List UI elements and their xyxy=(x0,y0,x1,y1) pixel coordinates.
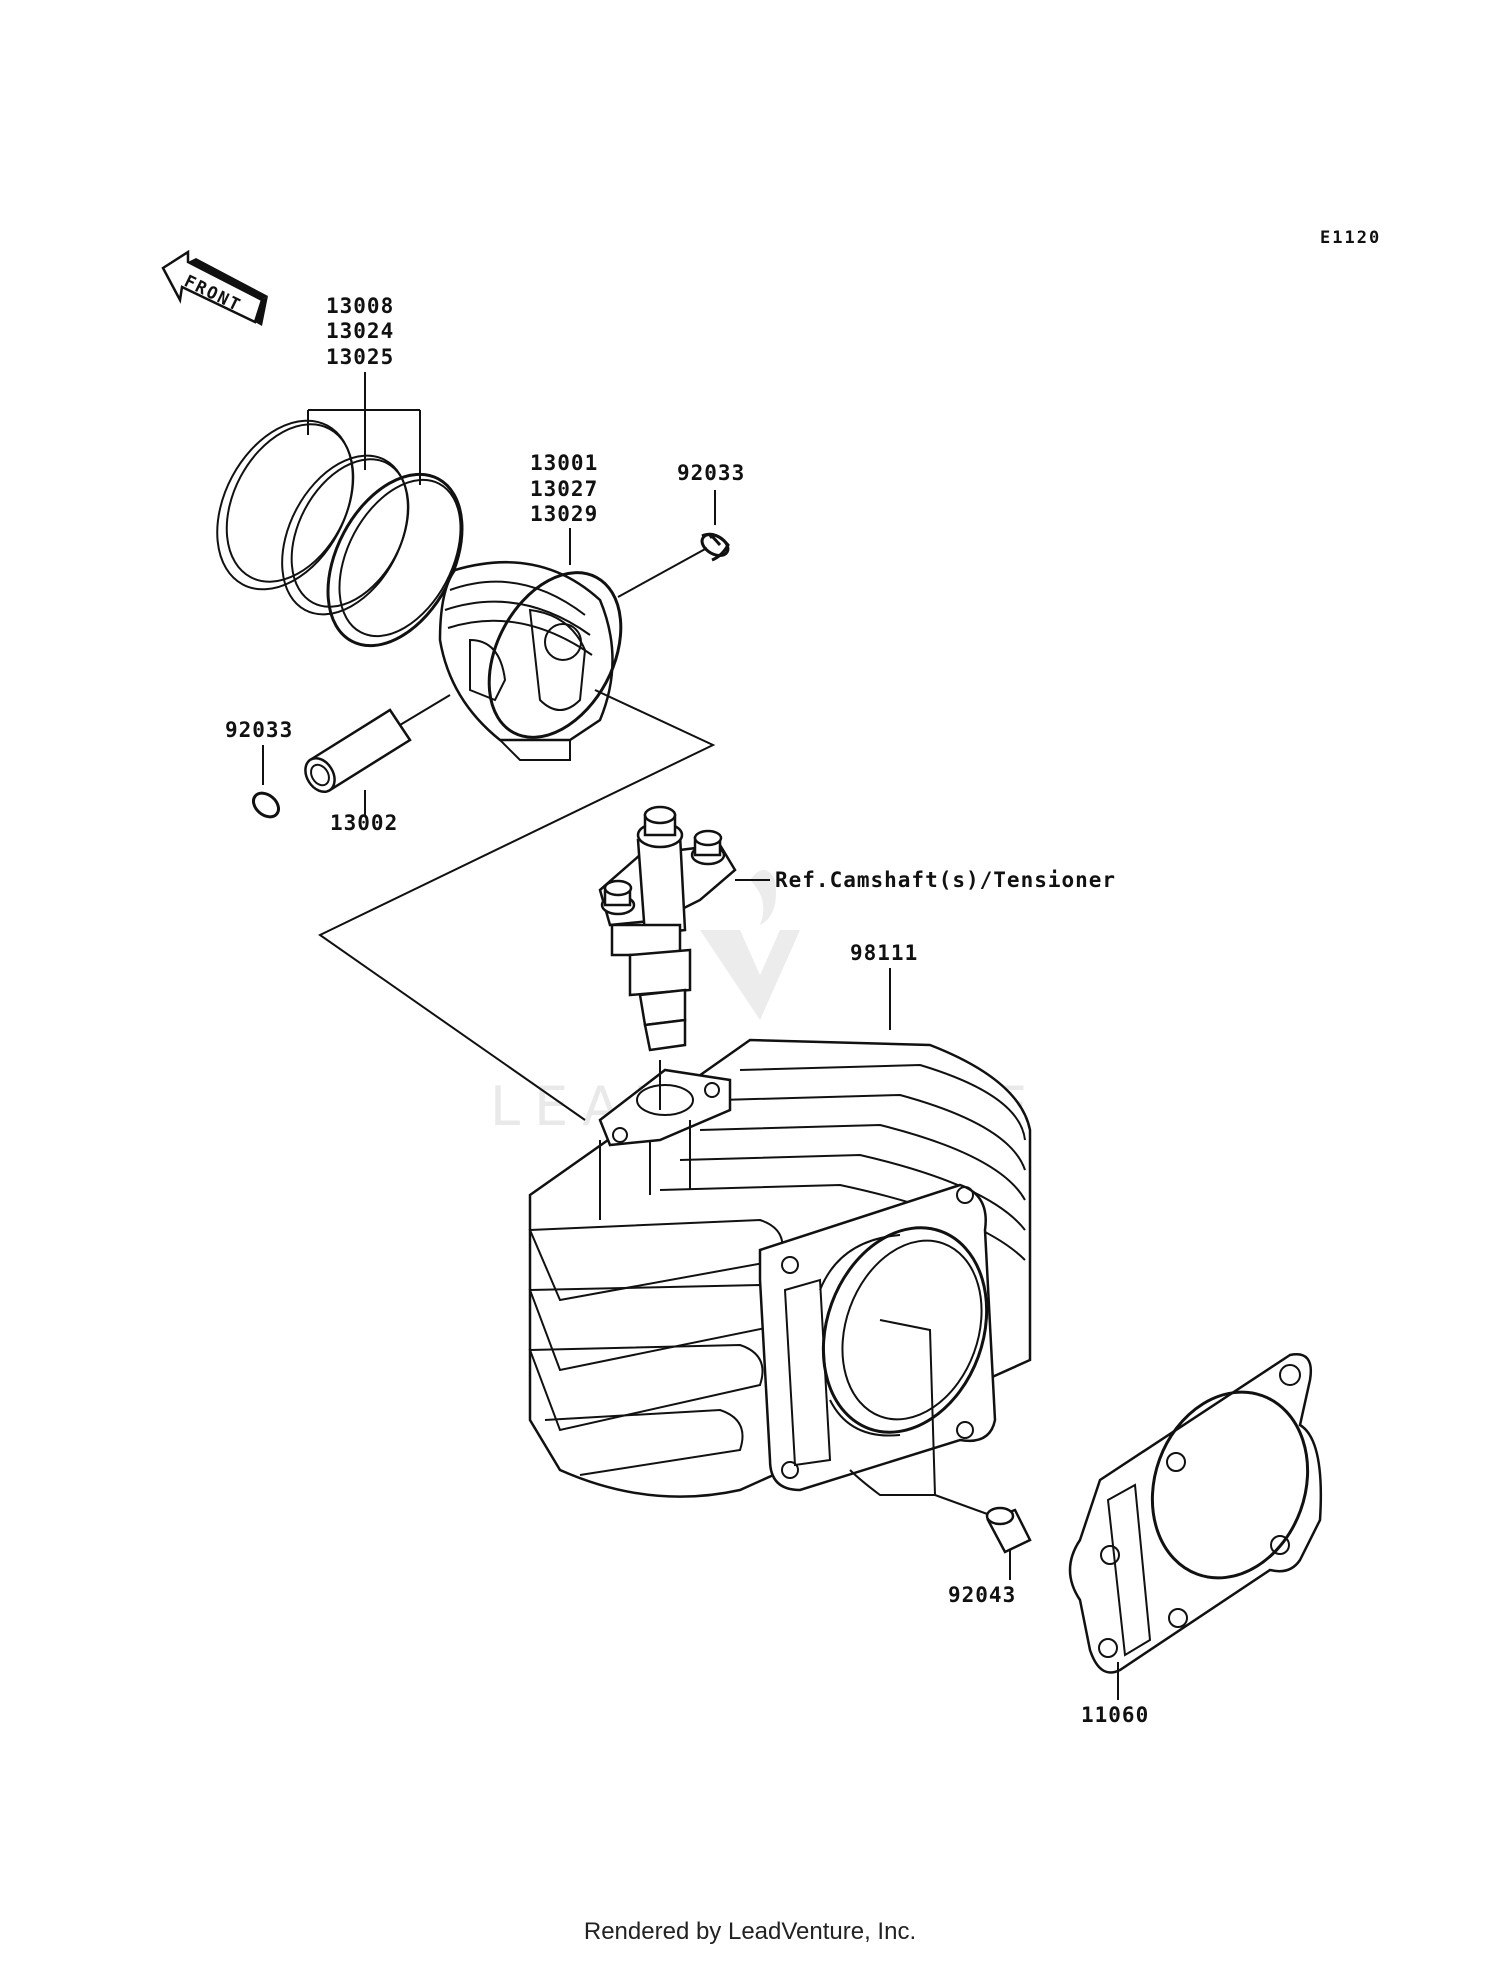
label-13008: 13008 xyxy=(326,294,394,318)
label-rings: 13008 13024 13025 xyxy=(307,294,421,485)
label-13025: 13025 xyxy=(326,345,394,369)
clip-left: 92033 xyxy=(225,718,293,819)
label-98111: 98111 xyxy=(850,941,918,965)
label-13024: 13024 xyxy=(326,319,394,343)
label-92043: 92043 xyxy=(948,1583,1016,1607)
label-11060: 11060 xyxy=(1081,1703,1149,1727)
clip-right: 92033 xyxy=(617,461,745,598)
cylinder: 98111 xyxy=(528,941,1032,1498)
leader-piston-cylinder xyxy=(318,689,716,1121)
cam-chain-tensioner: Ref.Camshaft(s)/Tensioner xyxy=(598,805,1116,1052)
label-92033-right: 92033 xyxy=(677,461,745,485)
label-92033-left: 92033 xyxy=(225,718,293,742)
front-arrow-icon: FRONT xyxy=(161,249,268,326)
label-13027: 13027 xyxy=(530,477,598,501)
label-tensioner-ref: Ref.Camshaft(s)/Tensioner xyxy=(775,868,1116,892)
label-13001: 13001 xyxy=(530,451,598,475)
label-piston: 13001 13027 13029 xyxy=(530,451,598,565)
footer-text: Rendered by LeadVenture, Inc. xyxy=(583,1918,917,1945)
diagram-id: E1120 xyxy=(1320,228,1381,248)
piston xyxy=(438,560,623,761)
dowel-pin: 92043 xyxy=(849,1319,1032,1607)
piston-pin: 13002 xyxy=(304,694,451,835)
cylinder-gasket: 11060 xyxy=(1068,1353,1323,1727)
label-13029: 13029 xyxy=(530,502,598,526)
label-13002: 13002 xyxy=(330,811,398,835)
